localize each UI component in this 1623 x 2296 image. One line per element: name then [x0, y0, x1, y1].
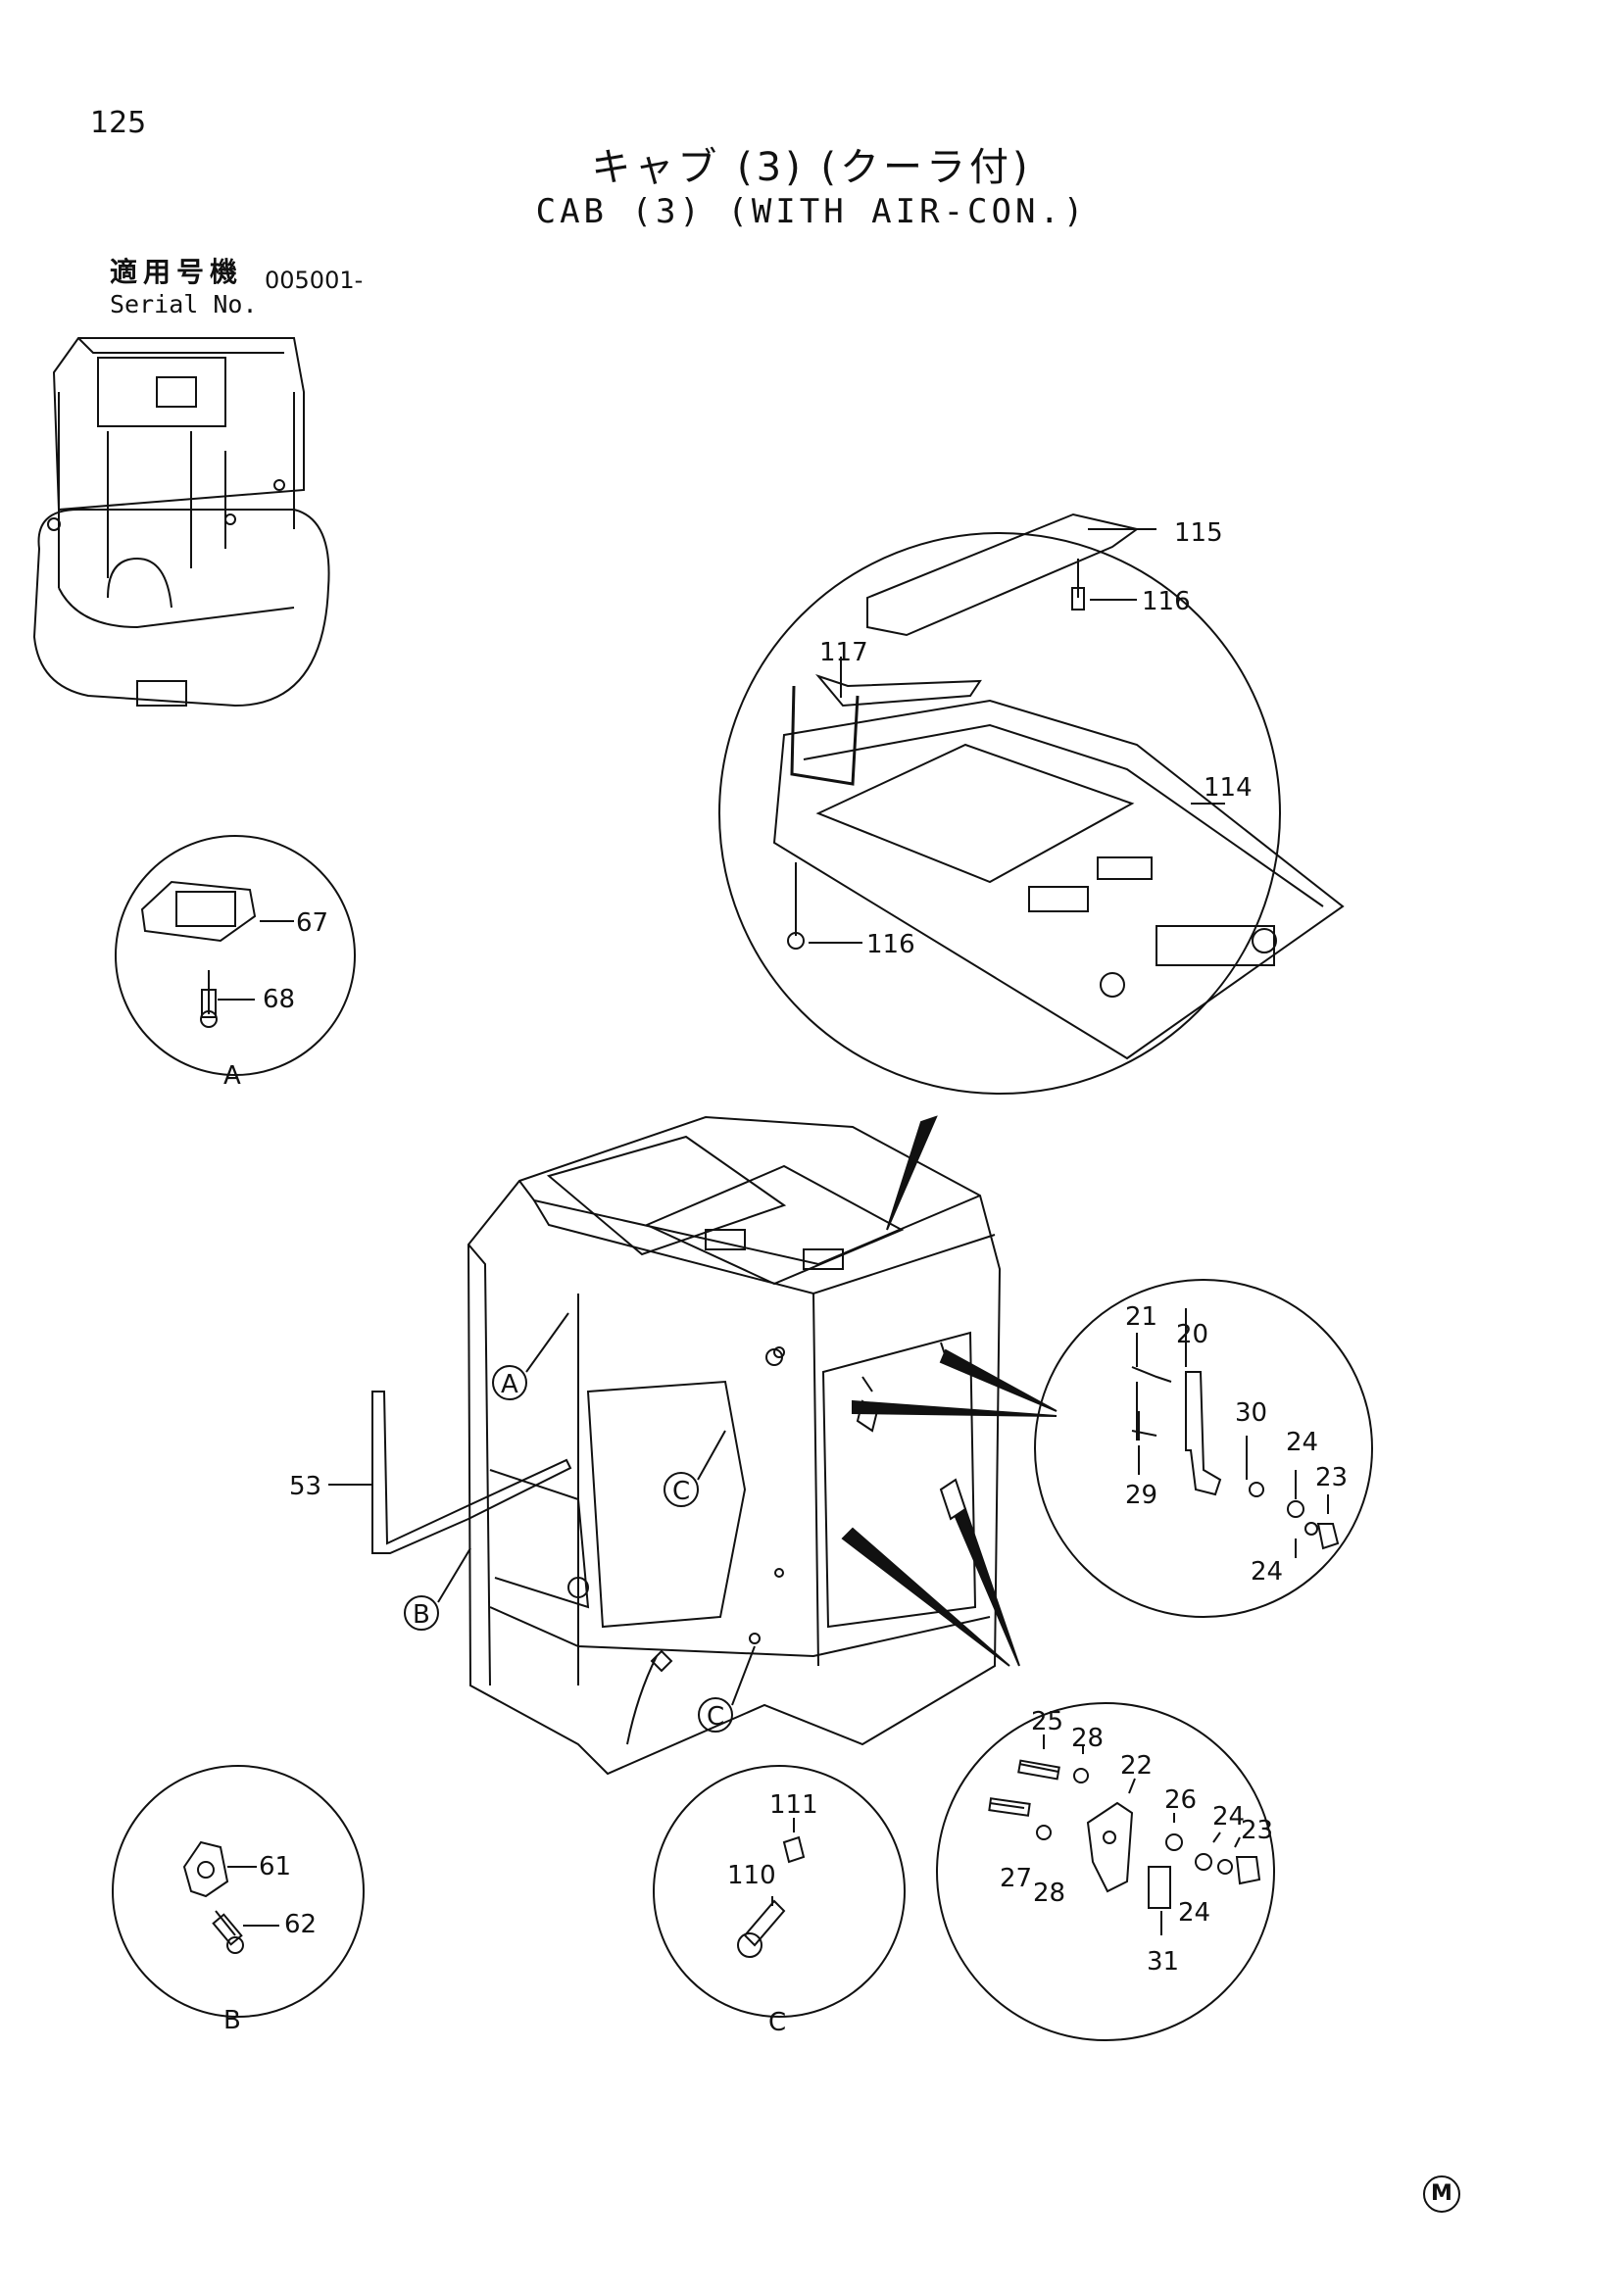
callout-b: B [413, 1600, 430, 1630]
label-26: 26 [1164, 1785, 1197, 1815]
label-28-lower: 28 [1033, 1879, 1065, 1908]
detail-roof-circle [718, 513, 1345, 1095]
detail-c-circle [653, 1765, 906, 2018]
pointer-roof [886, 1115, 938, 1231]
pointer-upper-right [852, 1348, 1057, 1417]
manufacturer-mark: M [1423, 2175, 1460, 2213]
label-28-upper: 28 [1071, 1724, 1104, 1753]
page-number: 125 [90, 106, 147, 140]
label-20: 20 [1176, 1320, 1208, 1349]
label-24-a: 24 [1212, 1802, 1245, 1832]
main-cab-illustration [467, 1115, 1002, 1776]
detail-upper-right-circle [1034, 1279, 1373, 1618]
label-111: 111 [769, 1790, 818, 1820]
title-japanese: キャブ (3) (クーラ付) [591, 145, 1032, 190]
label-24-lower: 24 [1251, 1557, 1283, 1587]
title-english: CAB (3) (WITH AIR-CON.) [535, 192, 1088, 231]
label-53: 53 [289, 1472, 321, 1501]
overview-cab-illustration [32, 337, 330, 708]
label-62: 62 [284, 1910, 317, 1939]
label-116-lower: 116 [866, 930, 915, 959]
label-24-b: 24 [1178, 1898, 1210, 1928]
detail-lower-right-circle [936, 1702, 1275, 2041]
label-117: 117 [819, 638, 868, 667]
detail-b-circle [112, 1765, 365, 2018]
callout-c-upper: C [672, 1477, 690, 1506]
label-116-upper: 116 [1142, 587, 1191, 616]
label-110: 110 [727, 1861, 776, 1890]
callout-c-lower: C [707, 1702, 724, 1732]
detail-b-letter: B [223, 2006, 241, 2035]
detail-c-letter: C [768, 2008, 786, 2037]
serial-label-english: Serial No. [110, 290, 258, 318]
pointer-lower-right [841, 1507, 1020, 1667]
label-22: 22 [1120, 1751, 1153, 1781]
label-115: 115 [1174, 518, 1223, 548]
label-114: 114 [1204, 773, 1253, 803]
label-31: 31 [1147, 1947, 1179, 1977]
label-30: 30 [1235, 1398, 1267, 1428]
label-24-upper: 24 [1286, 1428, 1318, 1457]
callout-a: A [501, 1370, 518, 1399]
serial-number-value: 005001- [265, 267, 364, 294]
label-61: 61 [259, 1852, 291, 1881]
label-23-lower: 23 [1241, 1816, 1273, 1845]
label-67: 67 [296, 908, 328, 938]
detail-a-circle [115, 835, 356, 1076]
part-53-seal [371, 1391, 572, 1554]
label-29: 29 [1125, 1481, 1157, 1510]
label-25: 25 [1031, 1707, 1063, 1736]
detail-a-letter: A [223, 1061, 241, 1091]
serial-label-japanese: 適用号機 [110, 256, 244, 288]
label-21: 21 [1125, 1302, 1157, 1332]
label-68: 68 [263, 985, 295, 1014]
label-23: 23 [1315, 1463, 1348, 1492]
callouts [404, 1312, 756, 1733]
label-27: 27 [1000, 1864, 1032, 1893]
